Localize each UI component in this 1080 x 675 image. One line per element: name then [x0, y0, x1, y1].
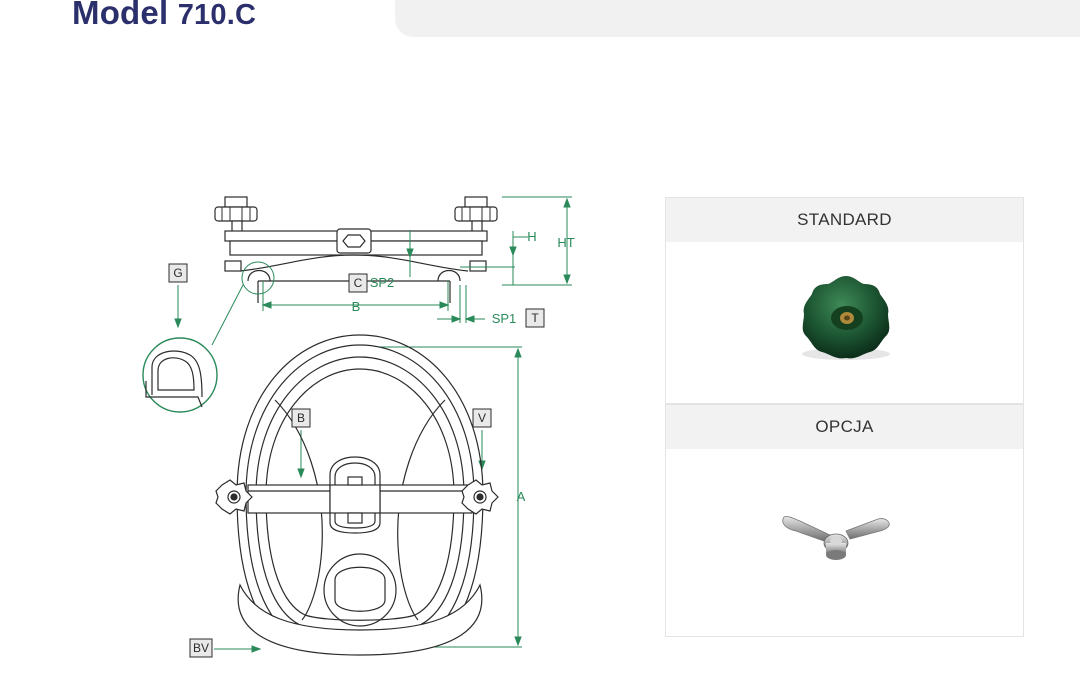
label-boxes	[168, 263, 545, 658]
front-view	[215, 334, 499, 656]
label-ht: HT	[557, 235, 574, 250]
label-box-t	[525, 308, 545, 328]
sp1-arrow-right	[464, 315, 475, 323]
g-detail-profile	[145, 350, 203, 408]
left-hinge-side	[224, 260, 242, 272]
h-arrow	[509, 246, 517, 257]
b-arrow-right	[439, 301, 450, 309]
lower-port-inner	[334, 566, 386, 612]
label-box-g	[168, 263, 188, 283]
label-bv: BV	[193, 641, 209, 655]
label-sp2: SP2	[370, 275, 395, 290]
title-number: 710.C	[177, 0, 257, 31]
right-bolt-top	[464, 196, 488, 208]
left-knob-side	[214, 206, 258, 222]
lid-dome	[239, 254, 469, 272]
standard-image	[666, 242, 1023, 403]
g-detail-marker	[241, 261, 275, 295]
lid-outline	[255, 356, 465, 632]
label-h: H	[527, 229, 536, 244]
label-b-side: B	[352, 299, 361, 314]
right-knob-center	[476, 493, 484, 501]
g-detail-circle	[142, 337, 218, 413]
label-t: T	[531, 311, 539, 325]
option-panel: OPCJA	[665, 404, 1024, 637]
label-a: A	[517, 489, 526, 504]
a-arrow-bottom	[514, 636, 522, 647]
b-arrow-left	[261, 301, 272, 309]
g-rim-profile	[151, 350, 203, 398]
dimension-lines	[142, 196, 572, 653]
center-boss-inner	[334, 462, 376, 529]
g-seal-profile	[157, 357, 195, 391]
right-knob-side	[454, 206, 498, 222]
left-rib	[274, 399, 323, 621]
lower-port-outer	[323, 553, 397, 627]
standard-panel: STANDARD	[665, 197, 1024, 404]
option-label: OPCJA	[666, 405, 1023, 449]
right-knob-ring	[473, 490, 487, 504]
header-band	[395, 0, 1080, 37]
star-knob-icon	[802, 276, 890, 360]
page-title: Model 710.C	[72, 0, 256, 32]
right-seal	[437, 269, 461, 282]
bottom-bulge	[237, 583, 483, 656]
sp1-arrow-left	[451, 315, 462, 323]
center-clamp	[336, 228, 372, 254]
label-c: C	[354, 276, 363, 290]
label-b-front: B	[297, 411, 305, 425]
option-image	[666, 449, 1023, 636]
ht-arrow-top	[563, 197, 571, 208]
center-bolt-bottom	[347, 512, 363, 524]
technical-drawing: G C B V BV T B H HT SP1 SP2 A	[130, 185, 600, 675]
label-box-v	[472, 408, 492, 428]
g-base-profile	[145, 381, 203, 408]
label-g: G	[173, 266, 182, 280]
g-arrow	[174, 318, 182, 329]
lid-inner	[265, 368, 455, 621]
label-box-c	[348, 273, 368, 293]
center-bar-segment	[329, 484, 381, 514]
right-hinge-side	[469, 260, 487, 272]
drawing-svg: G C B V BV T B H HT SP1 SP2 A	[142, 196, 575, 658]
label-sp1: SP1	[492, 311, 517, 326]
hex-nut-side	[342, 234, 366, 248]
label-box-b	[291, 408, 311, 428]
left-bolt-top	[224, 196, 248, 208]
center-bolt-top	[347, 476, 363, 486]
g-connector	[211, 284, 244, 346]
wing-nut-icon	[782, 516, 890, 560]
left-knob-ring	[227, 490, 241, 504]
right-rib	[397, 399, 446, 621]
title-word: Model	[72, 0, 169, 31]
ht-arrow-bottom	[563, 274, 571, 285]
label-v: V	[478, 411, 486, 425]
a-arrow-top	[514, 347, 522, 358]
standard-label: STANDARD	[666, 198, 1023, 242]
left-knob-center	[230, 493, 238, 501]
sp2-arrow	[406, 248, 414, 259]
side-knob-details	[221, 207, 491, 221]
b-front-arrow	[297, 468, 305, 479]
label-box-bv	[189, 638, 213, 658]
bv-arrow	[251, 645, 262, 653]
left-seal	[247, 269, 271, 282]
